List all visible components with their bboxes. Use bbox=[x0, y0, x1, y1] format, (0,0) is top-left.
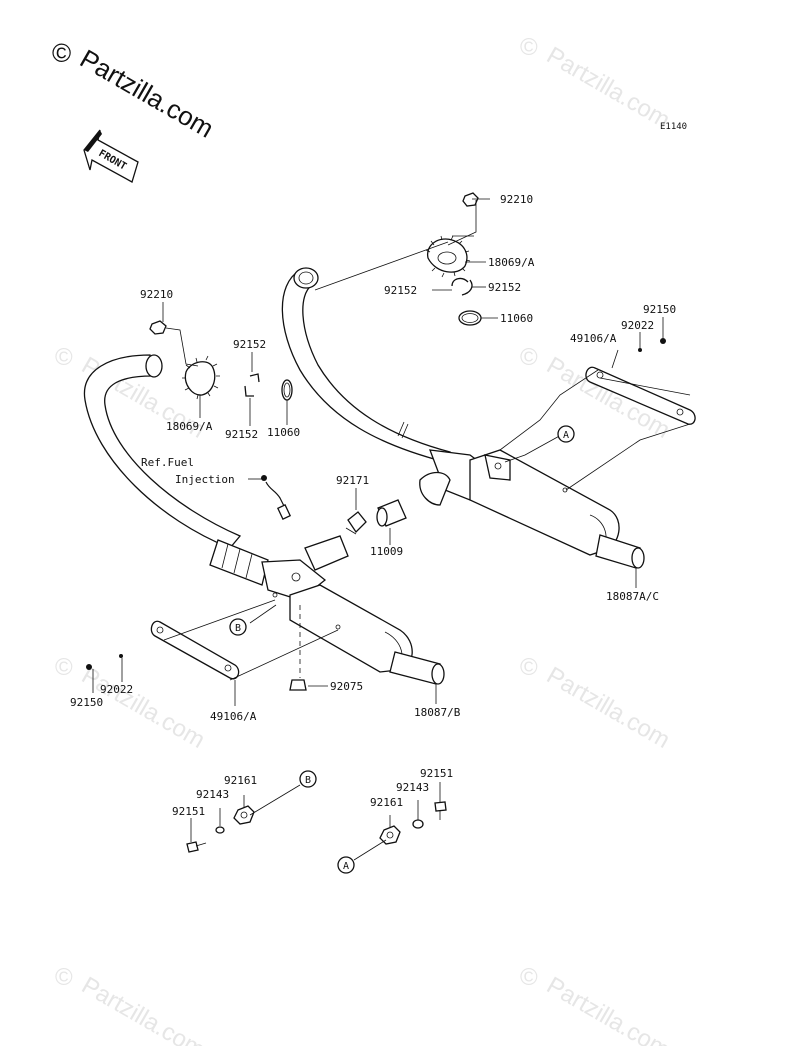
heat-shield-right bbox=[585, 366, 696, 425]
callout-a-upper: A bbox=[557, 425, 575, 443]
ring-11060-top-icon bbox=[458, 310, 482, 326]
watermark-faint-symbol: © bbox=[520, 344, 538, 371]
part-labels: 92210 18069/A 92152 92152 11060 92150 92… bbox=[70, 193, 676, 818]
gasket-18069-top-icon bbox=[425, 235, 471, 278]
part-label: 92210 bbox=[140, 288, 173, 301]
front-arrow-icon: FRONT bbox=[83, 129, 139, 183]
nut-92161-b-icon bbox=[233, 805, 255, 825]
part-label: 92161 bbox=[224, 774, 257, 787]
part-label: 18069/A bbox=[166, 420, 213, 433]
washer-92022-left-icon bbox=[119, 654, 123, 658]
part-label: 92152 bbox=[233, 338, 266, 351]
part-label: 92210 bbox=[500, 193, 533, 206]
o2-sensor-icon bbox=[261, 475, 292, 520]
part-label: 49106/A bbox=[210, 710, 257, 723]
watermark-faint-symbol: © bbox=[55, 654, 73, 681]
sleeve-11009-icon bbox=[376, 499, 407, 527]
part-label: 92150 bbox=[70, 696, 103, 709]
watermark-faint-text: Partzilla.com bbox=[542, 662, 674, 754]
washer-92143-a-icon bbox=[412, 819, 424, 829]
part-label: 92152 bbox=[225, 428, 258, 441]
washer-92143-b-icon bbox=[215, 826, 225, 834]
part-label: 92143 bbox=[396, 781, 429, 794]
callout-b-label: B bbox=[235, 623, 241, 634]
watermark-faint-symbol: © bbox=[55, 344, 73, 371]
part-label: 18087/B bbox=[414, 706, 461, 719]
watermark-copyright-symbol: © bbox=[52, 38, 71, 68]
part-label: 92143 bbox=[196, 788, 229, 801]
watermark-faint-symbol: © bbox=[520, 654, 538, 681]
clip-92152-top-icon bbox=[451, 277, 473, 296]
part-label: 92152 bbox=[488, 281, 521, 294]
bolt-92150-left-icon bbox=[86, 664, 92, 670]
callout-a-label: A bbox=[343, 861, 349, 872]
callout-b-bottom: B bbox=[299, 770, 317, 788]
ring-11060-left-icon bbox=[281, 379, 293, 401]
clip-92152-left-icon bbox=[244, 373, 260, 397]
watermark-faint-text: Partzilla.com bbox=[542, 972, 674, 1046]
part-label: 92152 bbox=[384, 284, 417, 297]
part-label: 49106/A bbox=[570, 332, 617, 345]
watermark-faint-text: Partzilla.com bbox=[77, 972, 209, 1046]
part-label: 11060 bbox=[500, 312, 533, 325]
upper-exhaust-pipe bbox=[281, 267, 645, 569]
nut-92161-a-icon bbox=[379, 825, 401, 845]
gasket-18069-left-icon bbox=[182, 355, 220, 400]
nut-92210-top-icon bbox=[462, 192, 479, 207]
callout-b-lower: B bbox=[229, 618, 247, 636]
bolt-92150-right-icon bbox=[660, 338, 666, 344]
watermark-faint-text: Partzilla.com bbox=[542, 42, 674, 134]
bolt-92151-a-icon bbox=[434, 801, 447, 820]
diagram-code: E1140 bbox=[660, 122, 687, 132]
watermark-main-text: Partzilla.com bbox=[75, 43, 219, 143]
callout-a-label: A bbox=[563, 430, 569, 441]
ref-note-line1: Ref.Fuel bbox=[141, 456, 194, 469]
hardware-group-a bbox=[379, 801, 447, 845]
callout-a-bottom: A bbox=[337, 856, 355, 874]
mount-92075-icon bbox=[289, 679, 307, 691]
part-label: 92171 bbox=[336, 474, 369, 487]
part-label: 92150 bbox=[643, 303, 676, 316]
part-label: 11060 bbox=[267, 426, 300, 439]
ref-note-line2: Injection bbox=[175, 473, 235, 486]
washer-92022-right-icon bbox=[638, 348, 642, 352]
watermark-faint-symbol: © bbox=[520, 964, 538, 991]
part-label: 92022 bbox=[100, 683, 133, 696]
part-label: 92151 bbox=[172, 805, 205, 818]
hardware-group-b bbox=[186, 805, 255, 853]
part-label: 18069/A bbox=[488, 256, 535, 269]
watermark-main: © Partzilla.com bbox=[52, 38, 219, 144]
clamp-92171-icon bbox=[345, 511, 367, 535]
part-label: 18087A/C bbox=[606, 590, 659, 603]
callout-b-label: B bbox=[305, 775, 311, 786]
watermark-faint-symbol: © bbox=[520, 34, 538, 61]
part-label: 92161 bbox=[370, 796, 403, 809]
part-label: 92075 bbox=[330, 680, 363, 693]
part-label: 92022 bbox=[621, 319, 654, 332]
nut-92210-left-icon bbox=[149, 320, 167, 335]
part-label: 11009 bbox=[370, 545, 403, 558]
heat-shield-left bbox=[150, 620, 240, 680]
leader-lines bbox=[92, 198, 691, 861]
watermark-faint-symbol: © bbox=[55, 964, 73, 991]
lower-exhaust-pipe bbox=[83, 354, 445, 685]
bolt-92151-b-icon bbox=[186, 841, 207, 853]
part-label: 92151 bbox=[420, 767, 453, 780]
